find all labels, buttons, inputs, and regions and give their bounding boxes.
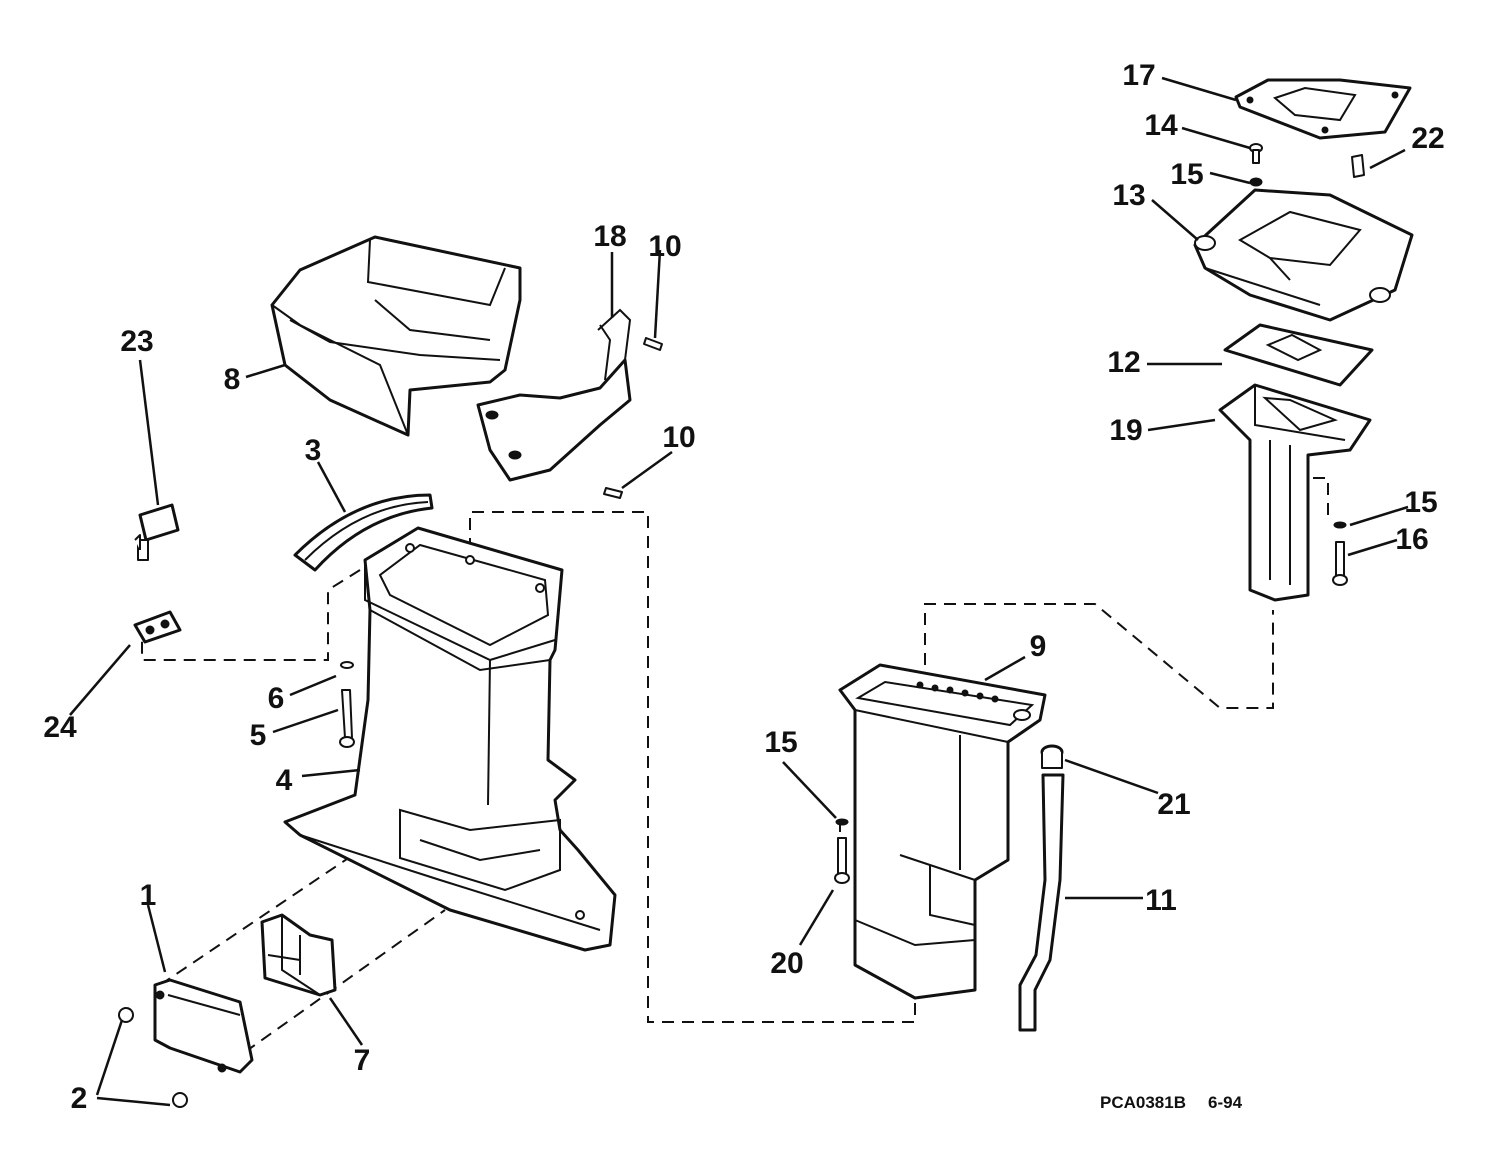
callout-12: 12 xyxy=(1107,346,1140,379)
part-1-cover-plate xyxy=(153,978,254,1074)
callout-6: 6 xyxy=(268,682,285,715)
part-21-grommet xyxy=(1040,744,1064,769)
callout-24: 24 xyxy=(43,711,77,744)
assembly-guide-lines xyxy=(141,477,1329,1053)
part-5-bolt xyxy=(339,689,355,748)
part-17-gasket xyxy=(1234,78,1412,140)
callout-16: 16 xyxy=(1395,523,1428,556)
part-8-cover xyxy=(270,235,522,437)
callout-23: 23 xyxy=(120,325,153,358)
callout-15b: 15 xyxy=(1404,486,1437,519)
part-6-washer xyxy=(340,661,354,669)
callout-labels: 1 2 3 4 5 6 7 8 9 10 10 11 12 13 14 15 1… xyxy=(43,59,1444,1115)
callout-1: 1 xyxy=(140,879,157,912)
part-2-screws xyxy=(118,1007,188,1108)
callout-4: 4 xyxy=(276,764,293,797)
callout-18: 18 xyxy=(593,220,626,253)
part-24-plate xyxy=(133,610,182,644)
part-20-bolt xyxy=(834,837,850,884)
callout-14: 14 xyxy=(1144,109,1178,142)
callout-10a: 10 xyxy=(648,230,681,263)
part-10-screws xyxy=(603,337,663,499)
part-15-washer-lower xyxy=(835,818,849,826)
leader-lines xyxy=(69,76,1409,1107)
callout-13: 13 xyxy=(1112,179,1145,212)
part-7-block xyxy=(260,913,337,997)
part-13-adapter-plate xyxy=(1193,188,1414,322)
callout-17: 17 xyxy=(1122,59,1155,92)
callout-20: 20 xyxy=(770,947,803,980)
callout-10b: 10 xyxy=(662,421,695,454)
part-16-bolt xyxy=(1332,541,1348,586)
part-19-exhaust-tube xyxy=(1218,383,1372,602)
callout-8: 8 xyxy=(224,363,241,396)
callout-9: 9 xyxy=(1030,630,1047,663)
part-23-bracket xyxy=(134,503,180,561)
callout-2: 2 xyxy=(71,1082,88,1115)
callout-21: 21 xyxy=(1157,788,1190,821)
part-9-liner xyxy=(838,663,1047,1000)
callout-15c: 15 xyxy=(764,726,797,759)
callout-22: 22 xyxy=(1411,122,1444,155)
callout-15a: 15 xyxy=(1170,158,1203,191)
part-3-seal xyxy=(293,493,434,572)
part-14-screw xyxy=(1249,143,1263,164)
callout-7: 7 xyxy=(354,1044,371,1077)
callout-19: 19 xyxy=(1109,414,1142,447)
part-15-washer-top xyxy=(1249,177,1263,187)
part-12-gasket xyxy=(1223,323,1374,387)
callout-11: 11 xyxy=(1145,884,1177,917)
part-15-washer-right xyxy=(1333,521,1347,529)
part-22-pin xyxy=(1351,154,1365,178)
drawing-date: 6-94 xyxy=(1208,1093,1243,1112)
callout-3: 3 xyxy=(305,434,322,467)
part-4-exhaust-housing xyxy=(283,526,617,952)
drawing-code: PCA0381B xyxy=(1100,1093,1186,1112)
part-11-tube xyxy=(1018,773,1065,1032)
callout-5: 5 xyxy=(250,719,267,752)
